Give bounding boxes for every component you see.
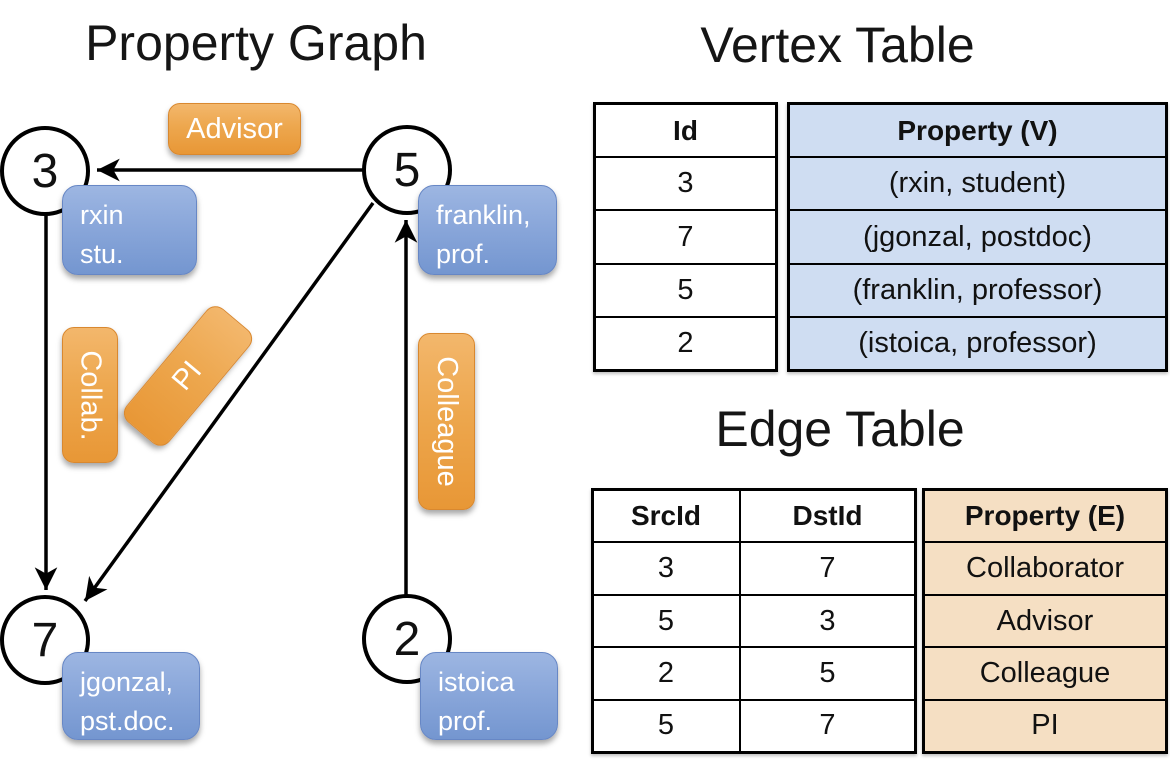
- edge-pi-5-to-7: [83, 201, 375, 603]
- table-cell: Advisor: [925, 593, 1165, 647]
- edge-label-advisor-text: Advisor: [186, 112, 283, 145]
- table-cell: PI: [925, 698, 1165, 752]
- table-cell: (rxin, student): [790, 156, 1165, 210]
- table-row: 5 3: [594, 593, 914, 647]
- table-cell: (jgonzal, postdoc): [790, 209, 1165, 263]
- table-row: 3 7: [594, 541, 914, 594]
- property-graph-title: Property Graph: [85, 15, 427, 71]
- table-cell: 3: [596, 156, 775, 209]
- node-property-box-7: jgonzal, pst.doc.: [62, 652, 200, 740]
- table-cell: 5: [819, 656, 836, 689]
- table-cell: 7: [819, 709, 836, 742]
- node-id: 7: [31, 613, 59, 667]
- vertex-table-property-column: Property (V) (rxin, student) (jgonzal, p…: [787, 102, 1168, 372]
- node-property-line1: rxin: [80, 200, 124, 230]
- vertex-table-property-header: Property (V): [790, 105, 1165, 157]
- node-property-line1: istoica: [438, 667, 515, 697]
- node-id: 3: [31, 144, 59, 198]
- table-cell: 5: [596, 262, 775, 316]
- table-row: 2 5: [594, 646, 914, 699]
- table-cell: 2: [596, 315, 775, 369]
- edge-table-id-columns: SrcId DstId 3 7 5 3 2 5 5 7: [591, 488, 917, 754]
- edge-table-property-column: Property (E) Collaborator Advisor Collea…: [922, 488, 1168, 754]
- table-cell: 2: [594, 648, 741, 699]
- table-cell: 5: [594, 595, 741, 647]
- table-cell: 3: [594, 543, 741, 594]
- table-cell: 3: [819, 604, 836, 637]
- edge-label-advisor: Advisor: [168, 103, 301, 155]
- vertex-table-id-column: Id 3 7 5 2: [593, 102, 778, 372]
- table-cell: Collaborator: [925, 541, 1165, 594]
- graph-node-2: 2: [362, 594, 452, 684]
- edge-table-title: Edge Table: [715, 401, 965, 457]
- table-cell: 7: [819, 552, 836, 585]
- edge-table-property-header: Property (E): [925, 491, 1165, 542]
- node-property-line2: prof.: [438, 706, 493, 737]
- graph-node-5: 5: [362, 125, 452, 215]
- node-property-line1: franklin,: [436, 200, 531, 230]
- table-cell: (istoica, professor): [790, 315, 1165, 370]
- edge-table-dst-header: DstId: [792, 500, 863, 532]
- edge-table-src-header: SrcId: [594, 491, 741, 542]
- node-property-box-2: istoica prof.: [420, 652, 558, 740]
- vertex-table-id-header: Id: [673, 114, 698, 146]
- node-id: 5: [393, 143, 421, 197]
- node-property-line2: pst.doc.: [80, 706, 175, 737]
- vertex-table-title: Vertex Table: [700, 17, 975, 73]
- edge-label-colleague: Colleague: [418, 333, 475, 510]
- graph-edges: [34, 158, 418, 603]
- node-property-box-5: franklin, prof.: [418, 185, 557, 275]
- node-property-box-3: rxin stu.: [62, 185, 197, 275]
- edge-table-header-row: SrcId DstId: [594, 491, 914, 542]
- table-cell: Colleague: [925, 646, 1165, 699]
- table-cell: (franklin, professor): [790, 262, 1165, 316]
- table-row: 5 7: [594, 698, 914, 752]
- edge-label-colleague-text: Colleague: [431, 356, 464, 487]
- edge-label-collab-text: Collab.: [74, 349, 107, 441]
- node-property-line2: prof.: [436, 239, 491, 270]
- edge-label-pi-text: PI: [166, 354, 209, 397]
- edge-label-collab: Collab.: [62, 327, 118, 463]
- node-id: 2: [393, 612, 421, 666]
- table-cell: 5: [594, 700, 741, 752]
- node-property-line1: jgonzal,: [80, 667, 174, 697]
- table-cell: 7: [596, 209, 775, 262]
- node-property-line2: stu.: [80, 239, 124, 270]
